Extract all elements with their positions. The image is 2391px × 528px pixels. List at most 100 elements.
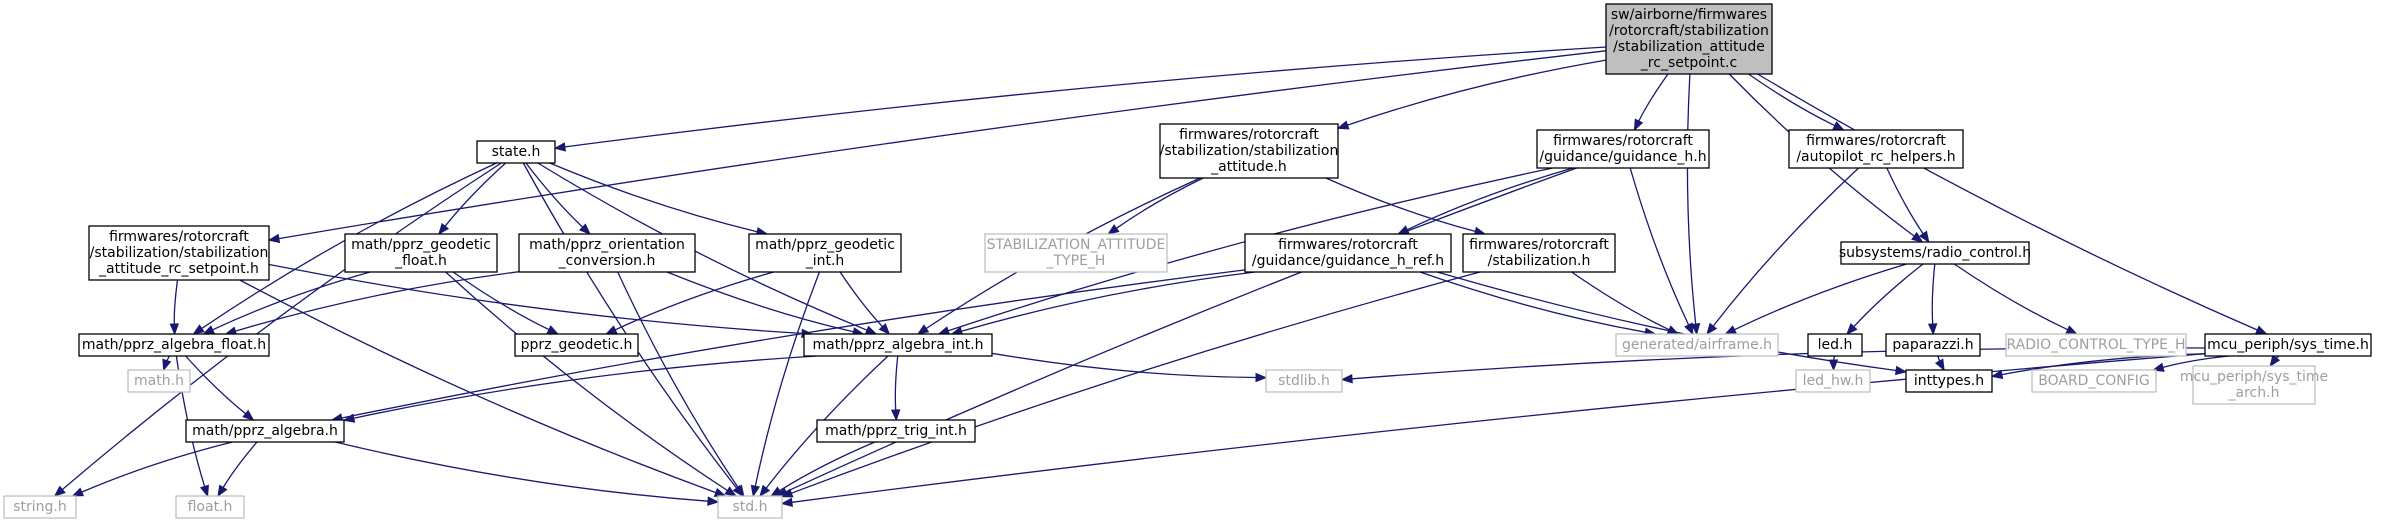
edge-line bbox=[1638, 73, 1669, 122]
edge-line bbox=[341, 269, 1246, 419]
node-autopilot-rc-helpers-h[interactable]: firmwares/rotorcraft/autopilot_rc_helper… bbox=[1788, 129, 1964, 169]
node-paparazzi-h[interactable]: paparazzi.h bbox=[1885, 333, 1981, 357]
node-label-line: _attitude_rc_setpoint.h bbox=[98, 261, 259, 277]
arrowhead-icon bbox=[1255, 372, 1268, 383]
node-root[interactable]: sw/airborne/firmwares/rotorcraft/stabili… bbox=[1605, 3, 1773, 75]
arrowhead-icon bbox=[1107, 224, 1120, 235]
edge-stabilization-h-to-std-h bbox=[780, 271, 1481, 498]
edge-line bbox=[961, 271, 1256, 332]
node-pprz-algebra-float-h[interactable]: math/pprz_algebra_float.h bbox=[78, 333, 270, 357]
arrowhead-icon bbox=[1684, 322, 1694, 336]
node-led-hw-h: led_hw.h bbox=[1795, 369, 1871, 393]
arrowhead-icon bbox=[890, 409, 901, 422]
node-box bbox=[2031, 369, 2157, 393]
edge-line bbox=[2162, 355, 2229, 369]
node-pprz-geodetic-int-h[interactable]: math/pprz_geodetic_int.h bbox=[748, 233, 902, 273]
edge-line bbox=[1419, 271, 1646, 333]
node-led-h[interactable]: led.h bbox=[1807, 333, 1863, 357]
edge-line bbox=[212, 271, 371, 331]
node-stabilization-h[interactable]: firmwares/rotorcraft/stabilization.h bbox=[1462, 233, 1616, 273]
node-guidance-h-ref-h[interactable]: firmwares/rotorcraft/guidance/guidance_h… bbox=[1244, 233, 1452, 273]
edge-line bbox=[239, 279, 717, 494]
edge-pprz-algebra-h-to-std-h bbox=[335, 441, 720, 506]
node-label-line: firmwares/rotorcraft bbox=[1469, 237, 1609, 253]
node-label-line: std.h bbox=[733, 499, 768, 515]
node-sys-time-arch-h: mcu_periph/sys_time_arch.h bbox=[2180, 365, 2328, 405]
node-label-line: /guidance/guidance_h_ref.h bbox=[1252, 253, 1444, 269]
edge-state-h-to-pprz-geodetic-int-h bbox=[549, 162, 769, 237]
node-state-h[interactable]: state.h bbox=[476, 140, 556, 164]
edge-line bbox=[61, 162, 502, 490]
node-box bbox=[1615, 333, 1779, 357]
edge-line bbox=[1407, 167, 1573, 231]
node-label-line: stdlib.h bbox=[1278, 373, 1330, 389]
node-pprz-geodetic-float-h[interactable]: math/pprz_geodetic_float.h bbox=[344, 233, 498, 273]
node-stab-att-rc-setpoint-h[interactable]: firmwares/rotorcraft/stabilization/stabi… bbox=[88, 225, 270, 281]
node-label-line: _TYPE_H bbox=[1046, 253, 1106, 269]
arrowhead-icon bbox=[780, 497, 793, 507]
edge-autopilot-rc-helpers-h-to-generated-airframe-h bbox=[1706, 167, 1860, 336]
edge-pprz-geodetic-float-h-to-std-h bbox=[445, 271, 737, 497]
edge-root-to-autopilot-rc-helpers-h bbox=[1748, 73, 1845, 131]
arrowhead-icon bbox=[1911, 231, 1924, 243]
edge-line bbox=[564, 46, 1607, 148]
node-pprz-geodetic-h[interactable]: pprz_geodetic.h bbox=[514, 333, 639, 357]
arrowhead-icon bbox=[1934, 358, 1945, 372]
edge-line bbox=[1853, 263, 1924, 328]
edge-paparazzi-h-to-inttypes-h bbox=[1934, 355, 1945, 372]
node-box bbox=[344, 233, 498, 273]
node-label-line: math/pprz_orientation bbox=[529, 237, 685, 253]
edge-line bbox=[1748, 73, 1835, 127]
arrowhead-icon bbox=[2269, 354, 2281, 368]
node-box bbox=[803, 333, 993, 357]
arrowhead-icon bbox=[199, 484, 209, 498]
node-pprz-trig-int-h[interactable]: math/pprz_trig_int.h bbox=[816, 419, 976, 443]
edge-pprz-orientation-conversion-h-to-pprz-algebra-float-h bbox=[224, 271, 520, 336]
node-box bbox=[2005, 333, 2187, 357]
node-label-line: /stabilization/stabilization bbox=[90, 245, 269, 261]
node-pprz-orientation-conversion-h[interactable]: math/pprz_orientation_conversion.h bbox=[518, 233, 696, 273]
edge-line bbox=[791, 271, 1481, 494]
node-pprz-algebra-h[interactable]: math/pprz_algebra.h bbox=[185, 419, 345, 443]
edge-line bbox=[201, 162, 497, 329]
node-label-line: _conversion.h bbox=[558, 253, 656, 269]
node-pprz-algebra-int-h[interactable]: math/pprz_algebra_int.h bbox=[803, 333, 993, 357]
node-guidance-h-h[interactable]: firmwares/rotorcraft/guidance/guidance_h… bbox=[1536, 129, 1710, 169]
edge-root-to-generated-airframe-h bbox=[1686, 73, 1701, 336]
edge-line bbox=[991, 352, 1257, 379]
node-label-line: math/pprz_algebra_int.h bbox=[813, 337, 984, 353]
node-label-line: _rc_setpoint.c bbox=[1640, 55, 1737, 71]
dependency-edges bbox=[53, 46, 2281, 507]
node-box bbox=[1905, 369, 1993, 393]
edge-stabilization-h-to-generated-airframe-h bbox=[1571, 271, 1680, 335]
node-box bbox=[1536, 129, 1710, 169]
arrowhead-icon bbox=[169, 323, 180, 336]
node-label-line: firmwares/rotorcraft bbox=[1278, 237, 1418, 253]
node-box bbox=[1788, 129, 1964, 169]
node-radio-control-h[interactable]: subsystems/radio_control.h bbox=[1839, 241, 2031, 265]
edge-state-h-to-pprz-algebra-float-h bbox=[192, 162, 497, 335]
arrowhead-icon bbox=[162, 358, 172, 372]
node-inttypes-h[interactable]: inttypes.h bbox=[1905, 369, 1993, 393]
edge-line bbox=[1886, 167, 1924, 235]
edge-line bbox=[1757, 73, 2258, 331]
node-sys-time-h[interactable]: mcu_periph/sys_time.h bbox=[2204, 333, 2372, 357]
node-label-line: math/pprz_geodetic bbox=[755, 237, 895, 253]
edge-line bbox=[1712, 167, 1860, 327]
arrowhead-icon bbox=[1706, 322, 1718, 336]
node-label-line: string.h bbox=[13, 499, 67, 515]
node-box bbox=[1244, 233, 1452, 273]
arrowhead-icon bbox=[71, 487, 85, 497]
node-label-line: _arch.h bbox=[2228, 385, 2280, 401]
edge-line bbox=[444, 162, 507, 227]
edge-pprz-orientation-conversion-h-to-pprz-algebra-int-h bbox=[666, 271, 865, 337]
node-box bbox=[1462, 233, 1616, 273]
edge-root-to-stab-attitude-h bbox=[1336, 59, 1607, 130]
node-stab-attitude-h[interactable]: firmwares/rotorcraft/stabilization/stabi… bbox=[1159, 123, 1339, 179]
node-label-line: /stabilization.h bbox=[1488, 253, 1591, 269]
arrowhead-icon bbox=[438, 222, 450, 236]
node-box bbox=[1885, 333, 1981, 357]
node-string-h: string.h bbox=[3, 495, 77, 519]
edge-line bbox=[1347, 59, 1607, 126]
